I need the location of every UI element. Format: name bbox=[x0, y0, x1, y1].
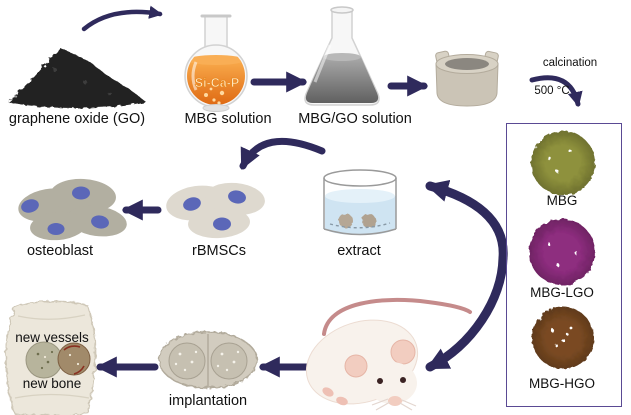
mouse-ear bbox=[390, 339, 416, 365]
arrow-go-to-mbg bbox=[81, 5, 163, 32]
label-extract: extract bbox=[337, 243, 381, 259]
mbg-flask: Si-Ca-P bbox=[184, 14, 248, 112]
rbmscs-cells bbox=[166, 182, 265, 239]
arrow-extract-to-rbmscs bbox=[239, 137, 326, 170]
label-osteoblast: osteoblast bbox=[26, 243, 94, 259]
flask-contents-label: Si-Ca-P bbox=[195, 76, 239, 90]
label-graphene-oxide: graphene oxide (GO) bbox=[8, 111, 146, 127]
label-rbmscs: rBMSCs bbox=[192, 243, 246, 259]
graphene-oxide-pile bbox=[8, 48, 146, 108]
mbg-hgo-powder bbox=[532, 307, 594, 369]
materials-panel bbox=[506, 123, 622, 407]
label-calcination: calcination bbox=[542, 57, 598, 69]
mbg-powder bbox=[531, 131, 595, 195]
skull bbox=[5, 300, 96, 415]
label-mbg-solution: MBG solution bbox=[184, 111, 272, 127]
defect-new-bone-right bbox=[57, 342, 91, 376]
mouse-ear bbox=[344, 354, 368, 378]
label-new-bone: new bone bbox=[22, 376, 82, 391]
label-temperature: 500 °C bbox=[534, 85, 570, 97]
arrow-panel-to-extract bbox=[425, 179, 508, 263]
implant-scaffold bbox=[158, 331, 258, 389]
mbg-lgo-powder bbox=[529, 219, 595, 285]
mouse-tail bbox=[322, 297, 472, 336]
label-implantation: implantation bbox=[168, 393, 248, 409]
mouse-eye bbox=[400, 377, 406, 383]
arrow-panel-to-mouse bbox=[425, 253, 508, 372]
label-mbg-hgo: MBG-HGO bbox=[529, 376, 595, 391]
label-mbg-lgo: MBG-LGO bbox=[530, 285, 594, 300]
crucible bbox=[435, 50, 499, 107]
defect-new-bone-left bbox=[25, 341, 63, 379]
arrow-calcination bbox=[529, 75, 583, 107]
mouse bbox=[305, 297, 472, 411]
mouse-head bbox=[367, 362, 417, 404]
label-new-vessels: new vessels bbox=[15, 330, 89, 345]
label-mbggo-solution: MBG/GO solution bbox=[298, 111, 412, 127]
osteoblast-cells bbox=[18, 178, 127, 241]
mbggo-flask bbox=[304, 6, 380, 106]
extract-beaker bbox=[323, 169, 397, 236]
label-mbg: MBG bbox=[546, 193, 578, 208]
mouse-eye bbox=[377, 378, 383, 384]
